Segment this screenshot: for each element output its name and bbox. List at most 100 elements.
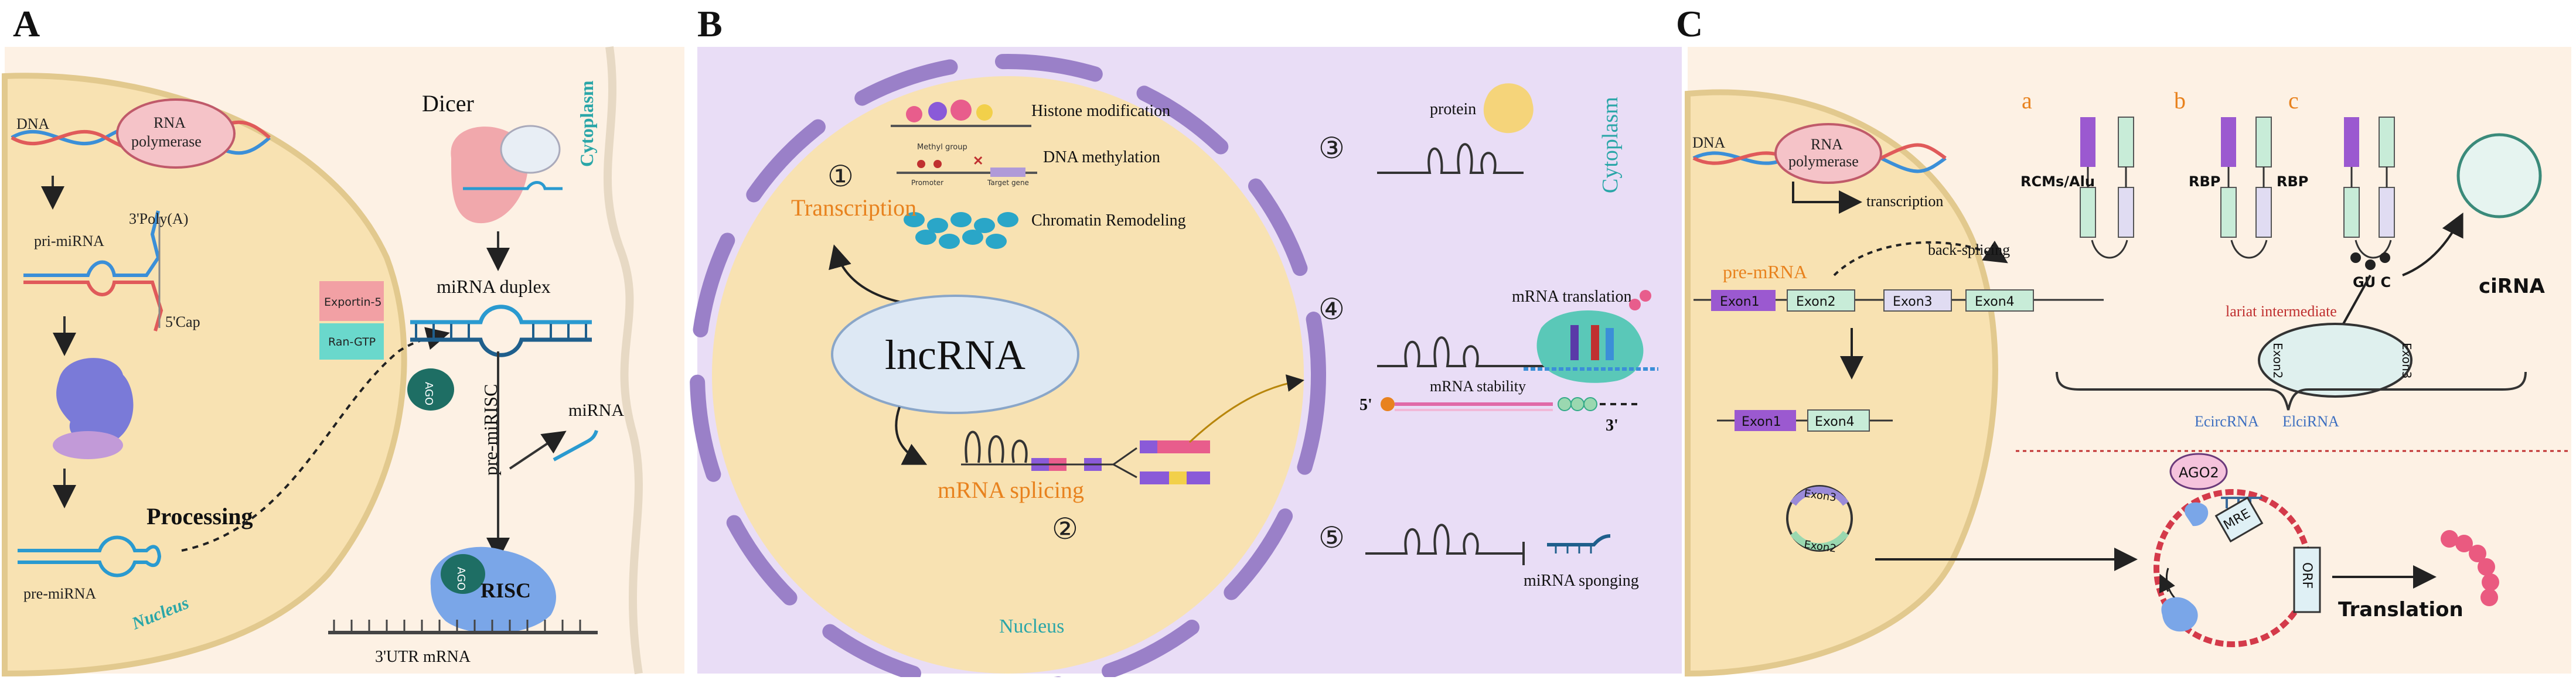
panel-c-exon2 [1787,289,1855,312]
panel-c-exon1 [1711,290,1776,311]
panel-b-protein-blob [1483,83,1534,134]
panel-b-splicing-rna [965,430,1028,463]
panel-c-letter: C [1676,3,1703,45]
panel-c-cirna-circle [2456,133,2542,218]
svg-text:Exon3: Exon3 [2400,343,2414,379]
svg-text:Methyl group: Methyl group [917,143,967,152]
panel-c-ribosome [2161,597,2198,632]
panel-a-dna-label: DNA [16,115,50,132]
svg-text:AGO: AGO [455,567,467,590]
svg-text:Promoter: Promoter [911,179,943,187]
panel-c-intron-structure [2343,117,2395,270]
panel-c-rna-polymerase [1774,123,1882,184]
svg-text:Exon4: Exon4 [1975,295,2015,309]
panel-a-pri-mirna-label: pri-miRNA [34,233,104,250]
panel-c-rbp-label-2: RBP [2277,173,2308,190]
panel-a-dicer-label: Dicer [422,90,474,117]
panel-c-cirna-label: ciRNA [2479,275,2545,298]
panel-b-sponging-label: miRNA sponging [1524,572,1639,590]
panel-b-num-4: ④ [1318,293,1345,326]
panel-b-dna-methylation-label: DNA methylation [1043,148,1160,166]
panel-c-transcription-label: transcription [1866,193,1943,210]
panel-b-num-2: ② [1052,512,1078,545]
panel-c-orf [2293,546,2321,613]
panel-a-drosha-complex [56,358,134,445]
panel-c-back-splicing-label: back-splicing [1928,241,2010,258]
panel-b-nuclear-envelope [690,54,1326,680]
svg-text:Target gene: Target gene [987,179,1029,187]
panel-c-exon4 [1965,289,2034,312]
panel-c-sub-c: c [2288,87,2299,114]
panel-b-lnc-sponge [1365,524,1512,555]
panel-c-elcirna-label: ElciRNA [2282,413,2339,430]
panel-a-duplex-label: miRNA duplex [437,276,551,297]
panel-a-mirna-label: miRNA [568,401,624,420]
panel-c-ecircrna-label: EcircRNA [2195,413,2259,430]
panel-b-lnc-translation [1377,336,1629,367]
panel-c-rbp-structure [2220,117,2272,259]
panel-a-risc-label: RISC [481,579,531,602]
svg-text:RNA: RNA [1811,136,1843,153]
panel-b: B Histone modification Methyl group ✕ DN… [690,3,1682,680]
svg-text:RNA: RNA [154,114,186,131]
svg-text:Exon1: Exon1 [1720,295,1760,309]
svg-text:3'Poly(A): 3'Poly(A) [129,210,188,227]
panel-a-mirna-strand [553,430,598,462]
panel-c-sub-a: a [2022,87,2032,114]
panel-b-mirna-strand [1547,534,1611,546]
panel-b-lncrna-bubble [831,295,1079,414]
panel-c-peptide [2441,530,2499,606]
svg-text:✕: ✕ [973,153,983,168]
panel-b-histone-label: Histone modification [1031,102,1170,120]
panel-a-pre-mirna [18,535,162,578]
panel-a-letter: A [13,3,40,45]
panel-b-num-3: ③ [1318,132,1345,165]
panel-b-protein-label: protein [1430,100,1476,118]
panel-c-sub-b: b [2174,87,2186,114]
panel-a-pre-mirna-label: pre-miRNA [23,585,96,602]
panel-b-num-5: ⑤ [1318,521,1345,554]
panel-a-mirna-duplex [410,305,592,324]
panel-b-letter: B [697,3,723,45]
panel-c-lariat-label: lariat intermediate [2226,303,2337,320]
svg-text:AGO: AGO [422,382,435,405]
panel-c-translation-label: Translation [2338,598,2463,621]
panel-b-stability-label: mRNA stability [1430,378,1526,395]
panel-b-translation-label: mRNA translation [1512,288,1632,306]
svg-text:Exon2: Exon2 [2271,343,2285,379]
panel-c-brace [2056,371,2527,411]
panel-c-ago2 [2169,453,2228,490]
panel-b-chromatin-label: Chromatin Remodeling [1031,211,1186,230]
svg-text:3': 3' [1606,416,1618,435]
panel-a-ran-gtp [319,323,384,360]
panel-c-nucleus [1685,89,1998,677]
panel-b-cytoplasm-label: Cytoplasm [1598,97,1623,193]
panel-b-chromatin [904,212,1018,249]
panel-c-rcms-label: RCMs/Alu [2020,173,2095,190]
panel-a-processing-label: Processing [146,503,253,529]
svg-text:Exon1: Exon1 [1742,415,1781,429]
panel-b-splicing-label: mRNA splicing [938,477,1084,503]
panel-a: A DNA RNA polymerase pri-miRNA 3'Poly(A)… [1,3,684,677]
panel-b-ribosome [1536,310,1644,383]
panel-c: C DNA RNA polymerase transcription back-… [1676,3,2571,677]
svg-text:Exon4: Exon4 [1815,415,1855,429]
panel-a-pri-mirna [23,210,161,277]
panel-b-num-1: ① [827,160,854,193]
svg-text:Exon3: Exon3 [1893,295,1933,309]
svg-text:Exon2: Exon2 [1796,295,1836,309]
panel-b-lncrna-label: lncRNA [885,332,1025,378]
panel-b-transcription-label: Transcription [791,194,916,221]
panel-a-cell-membrane [603,46,643,675]
panel-b-nucleus-label: Nucleus [999,616,1064,637]
svg-text:Exportin-5: Exportin-5 [324,296,381,309]
panel-a-ago [407,368,454,411]
svg-text:Ran-GTP: Ran-GTP [328,336,376,348]
panel-b-lnc-protein [1377,143,1524,174]
svg-text:5'Cap: 5'Cap [165,313,200,330]
panel-c-rcm-structure [2080,117,2134,259]
svg-text:AGO2: AGO2 [2179,464,2219,481]
panel-c-circ-rna-small [1786,485,1853,552]
svg-text:ORF: ORF [2299,562,2314,589]
